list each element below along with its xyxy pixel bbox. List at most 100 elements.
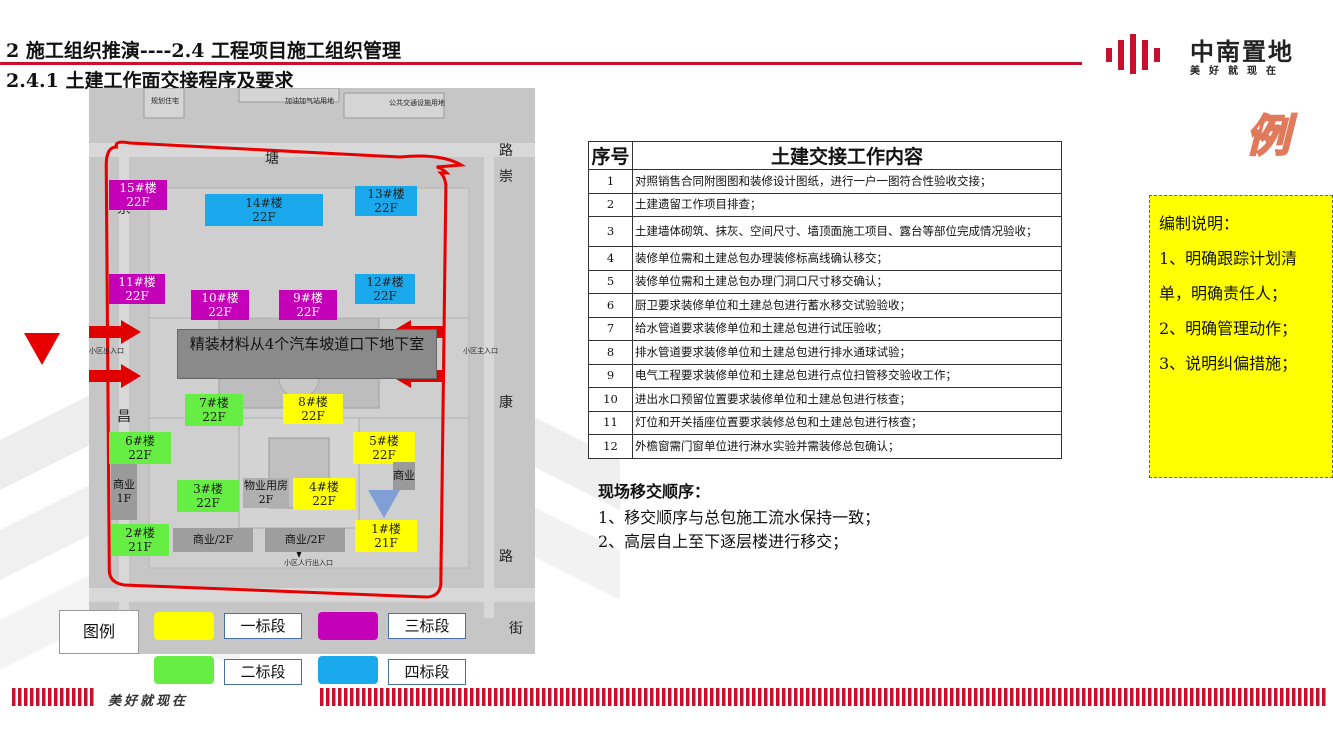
road-label: 路 [499,549,513,565]
arrow-right-icon [89,320,141,344]
footer-bar [1220,688,1224,706]
logo-bars-icon [1106,34,1160,74]
footer-bar [536,688,540,706]
footer-bar [662,688,666,706]
table-header-content: 土建交接工作内容 [632,141,1062,170]
footer-bar [554,688,558,706]
footer-bar [1262,688,1266,706]
footer-bar [650,688,654,706]
footer-bar [1118,688,1122,706]
row-number: 12 [588,434,633,459]
row-content: 装修单位需和土建总包办理装修标高线确认移交； [632,246,1062,271]
row-number: 5 [588,269,633,294]
footer-bar [1130,688,1134,706]
footer-bar [464,688,468,706]
footer-bar [716,688,720,706]
footer-bar [488,688,492,706]
row-number: 8 [588,340,633,365]
footer-slogan: 美好就现在 [108,694,189,709]
footer-bar [968,688,972,706]
sequence-item: 2、高层自上至下逐层楼进行移交； [598,532,849,551]
footer-bar [1016,688,1020,706]
footer-bar [24,688,28,706]
footer-bar [1184,688,1188,706]
entrance-label: 小区人行出入口 [284,559,333,567]
footer-bar [962,688,966,706]
footer-bar [72,688,76,706]
footer-bar [374,688,378,706]
footer-bar [824,688,828,706]
plan-top-label: 规划住宅 [151,97,179,105]
legend-swatch-4 [318,656,378,684]
footer-bar [1310,688,1314,706]
entrance-label: 小区出入口 [89,347,124,355]
footer-bar [1052,688,1056,706]
logo-slogan: 美好就现在 [1190,66,1285,77]
footer-bar [902,688,906,706]
footer-bar [1004,688,1008,706]
footer-bar [692,688,696,706]
footer-bar [890,688,894,706]
footer-bar [596,688,600,706]
footer-bar [974,688,978,706]
footer-bar [578,688,582,706]
footer-bar [66,688,70,706]
footer-bar [788,688,792,706]
footer-bar [344,688,348,706]
footer-bar [1064,688,1068,706]
footer-bar [1136,688,1140,706]
note-line: 1、明确跟踪计划清 [1159,249,1298,268]
footer-bar [1076,688,1080,706]
row-content: 外檐窗需门窗单位进行淋水实验并需装修总包确认； [632,434,1062,459]
entrance-label: 小区主入口 [463,347,498,355]
sequence-title: 现场移交顺序： [598,482,711,501]
footer-bar [674,688,678,706]
road-label: 康 [499,395,513,411]
footer-bar [614,688,618,706]
footer-bar [90,688,94,706]
footer-bar [30,688,34,706]
footer-bar [428,688,432,706]
footer-bar [800,688,804,706]
footer-bar [1298,688,1302,706]
road-label: 昌 [117,409,131,425]
footer-bar [512,688,516,706]
commercial-left: 商业1F [111,464,137,520]
footer-bar [54,688,58,706]
footer-bar [1202,688,1206,706]
footer-bar [878,688,882,706]
footer-bar [728,688,732,706]
footer-bar [494,688,498,706]
footer-bar [1100,688,1104,706]
site-plan: 规划住宅 加油加气站用地 公共交通设施用地 塘 路 崇 崇 康 路 街 昌 小区… [89,88,535,654]
footer-bar [1304,688,1308,706]
footer-bar [572,688,576,706]
footer-bar [42,688,46,706]
footer-bar [1274,688,1278,706]
footer-bar [1124,688,1128,706]
footer-bar [1208,688,1212,706]
footer-bar [602,688,606,706]
legend-swatch-3 [318,612,378,640]
row-number: 10 [588,387,633,412]
road-label: 路 [499,143,513,159]
row-content: 对照销售合同附图图和装修设计图纸，进行一户一图符合性验收交接； [632,169,1062,194]
footer-bars-right [320,688,1326,706]
row-number: 4 [588,246,633,271]
footer-bar [332,688,336,706]
footer-bar [60,688,64,706]
plan-top-label: 加油加气站用地 [285,97,334,105]
footer-bar [638,688,642,706]
footer-bar [1280,688,1284,706]
footer-bar [770,688,774,706]
row-content: 电气工程要求装修单位和土建总包进行点位扫管移交验收工作； [632,363,1062,388]
